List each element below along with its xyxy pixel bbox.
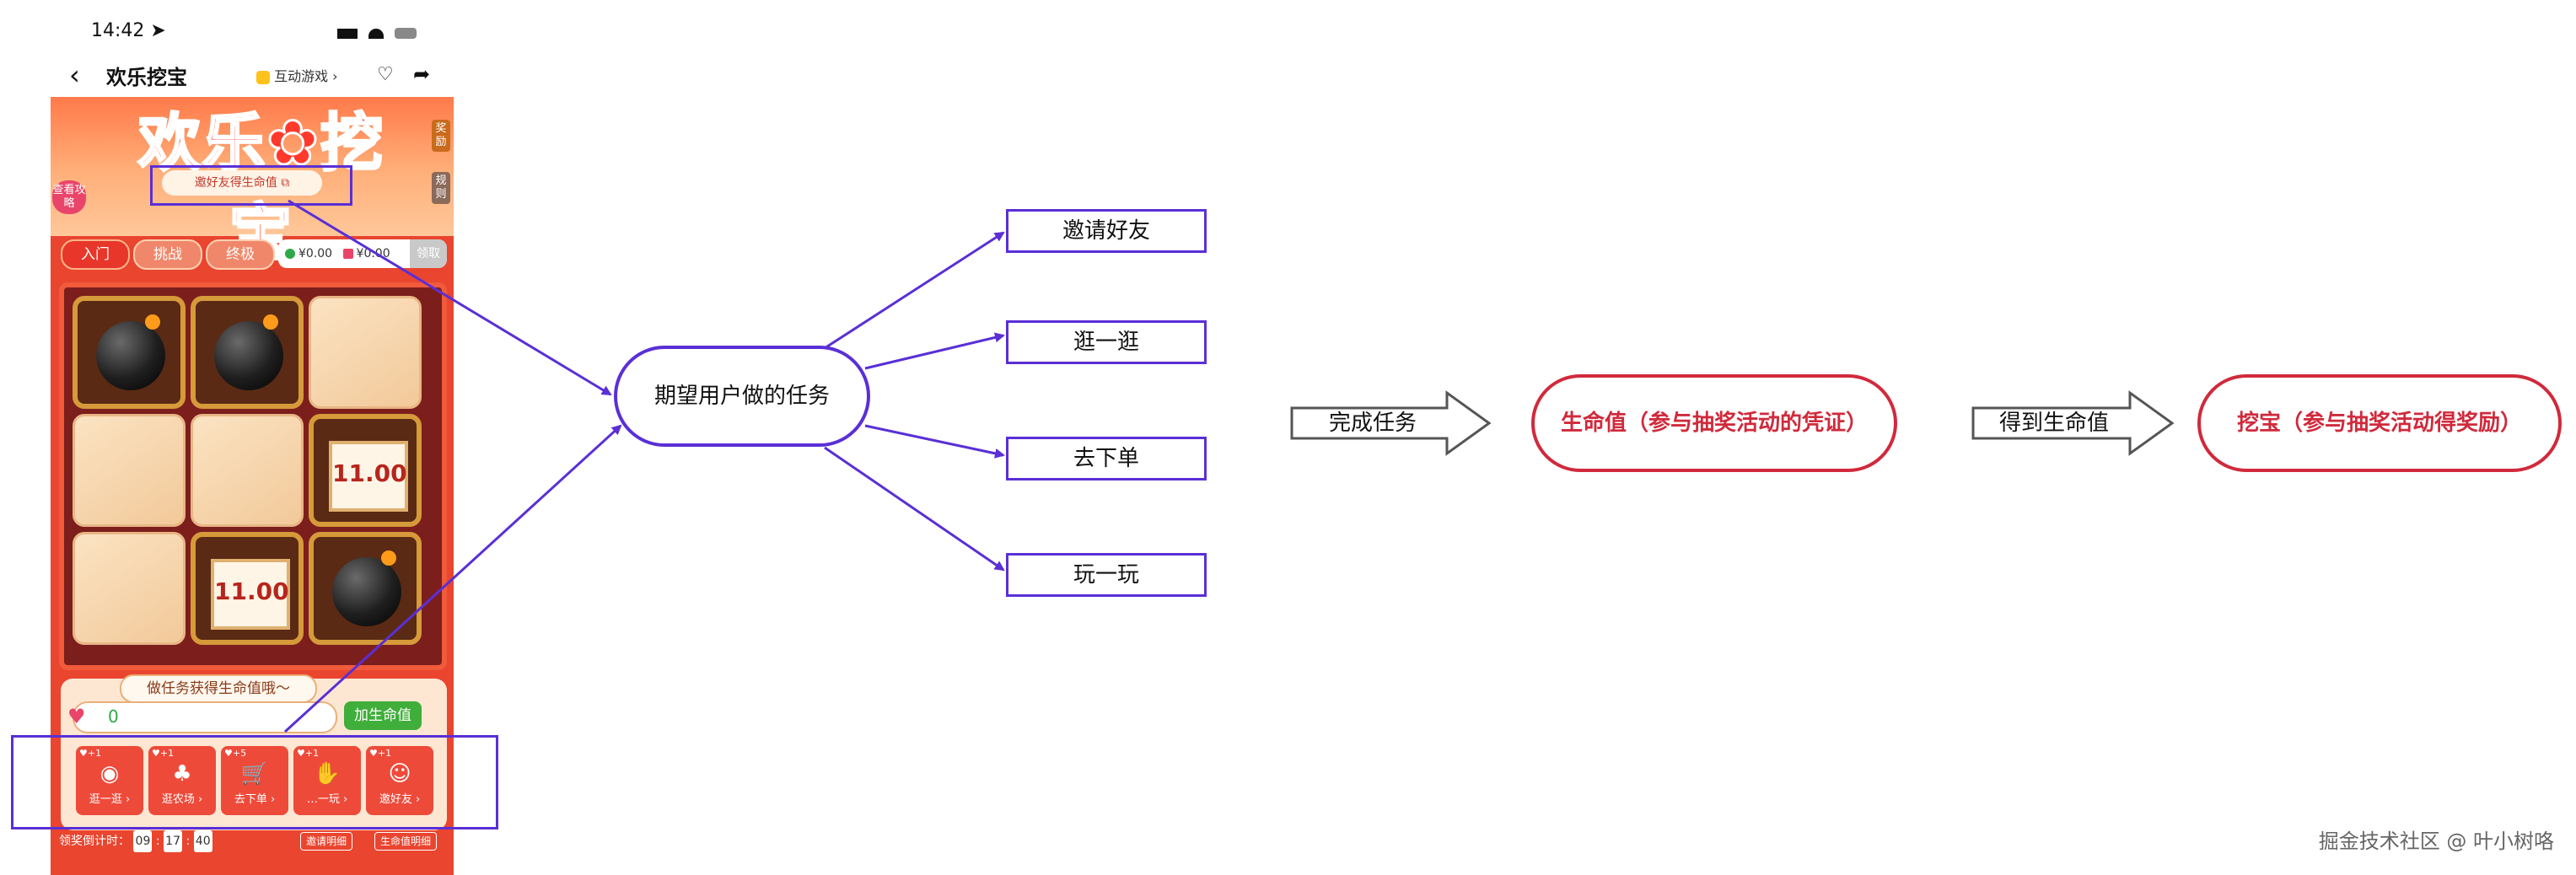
life-detail-button[interactable]: 生命值明细: [374, 832, 438, 851]
add-life-button[interactable]: 加生命值: [344, 701, 422, 730]
arrow-label-complete-task: 完成任务: [1328, 411, 1417, 436]
tile-bomb[interactable]: [73, 296, 186, 409]
task-button[interactable]: ♥+5 🛒 去下单 ›: [221, 746, 288, 815]
task-label: 逛一逛 ›: [89, 793, 131, 806]
invite-detail-button[interactable]: 邀请明细: [300, 832, 353, 851]
link-invite-to-hub: [288, 199, 612, 396]
countdown-minutes: 17: [164, 830, 183, 852]
status-time: 14:42 ➤: [91, 20, 166, 41]
task-node-invite: 邀请好友: [1006, 209, 1207, 253]
favorite-icon[interactable]: ♡: [377, 64, 394, 85]
task-badge: ♥+5: [224, 748, 247, 759]
link-hub-to-task-3: [864, 424, 1005, 459]
battery-icon: [395, 28, 417, 39]
eye-icon: ◉: [99, 761, 120, 786]
fuse-icon: [381, 550, 396, 566]
link-hub-to-task-1: [824, 231, 1005, 350]
task-label: 去下单 ›: [234, 793, 276, 806]
task-button[interactable]: ♥+1 ✋ …一玩 ›: [293, 746, 361, 815]
countdown-hours: 09: [133, 830, 153, 852]
cart-icon: 🛒: [240, 761, 269, 786]
fuse-icon: [145, 314, 160, 330]
life-count: 0: [108, 706, 119, 727]
tab-ultimate[interactable]: 终极: [206, 239, 275, 270]
tile-prize[interactable]: 11.00: [309, 414, 422, 527]
link-hub-to-task-2: [864, 332, 1005, 370]
fuse-icon: [263, 314, 278, 330]
tile-bomb[interactable]: [191, 296, 304, 409]
arrow-get-life: [1971, 390, 2175, 456]
game-icon: [256, 70, 270, 84]
tree-icon: ♣: [172, 761, 192, 786]
wifi-icon: [368, 28, 385, 39]
task-hint-bubble: 做任务获得生命值哦～: [120, 674, 317, 703]
claim-button[interactable]: 领取: [410, 239, 447, 268]
banner-title: 欢乐✿挖宝: [137, 106, 385, 271]
back-icon[interactable]: ‹: [69, 59, 80, 91]
task-node-play: 玩一玩: [1006, 553, 1207, 597]
task-label: …一玩 ›: [306, 793, 348, 806]
tile-unopened[interactable]: [191, 414, 304, 527]
tile-unopened[interactable]: [73, 532, 186, 645]
task-button[interactable]: ♥+1 ☺ 邀好友 ›: [366, 746, 433, 815]
watermark-credit: 掘金技术社区 @ 叶小树咯: [2318, 829, 2554, 853]
arrow-label-get-life: 得到生命值: [1998, 411, 2109, 436]
node-dig-treasure: 挖宝（参与抽奖活动得奖励）: [2197, 374, 2562, 472]
highlight-invite: [150, 165, 352, 206]
highlight-task-row: [11, 735, 498, 829]
gamepad-icon: ✋: [313, 761, 341, 786]
bomb-icon: [332, 557, 401, 626]
tile-bomb[interactable]: [309, 532, 422, 645]
reward-badge[interactable]: 奖励: [432, 120, 450, 152]
task-badge: ♥+1: [369, 748, 392, 759]
link-tasks-to-hub: [283, 424, 622, 733]
cash-icon: [285, 249, 295, 259]
signal-icon: [337, 28, 358, 39]
status-icons: [337, 24, 422, 39]
countdown-seconds: 40: [193, 830, 212, 852]
countdown-bar: 领奖倒计时： 09 : 17 : 40 邀请明细 生命值明细: [59, 830, 455, 852]
coupon-icon: [342, 249, 353, 259]
tab-beginner[interactable]: 入门: [61, 239, 130, 270]
heart-icon: ♥: [67, 705, 86, 728]
task-badge: ♥+1: [152, 748, 175, 759]
countdown-label: 领奖倒计时：: [59, 835, 130, 848]
tile-prize[interactable]: 11.00: [191, 532, 304, 645]
prize-ticket: 11.00: [211, 559, 290, 630]
share-icon[interactable]: ➦: [413, 62, 431, 86]
task-node-order: 去下单: [1006, 437, 1207, 480]
task-badge: ♥+1: [297, 748, 320, 759]
link-hub-to-task-4: [824, 446, 1005, 572]
page-title: 欢乐挖宝: [106, 66, 187, 89]
hub-node: 期望用户做的任务: [614, 346, 870, 447]
tile-unopened[interactable]: [73, 414, 186, 527]
task-node-browse: 逛一逛: [1006, 320, 1207, 364]
task-button[interactable]: ♥+1 ♣ 逛农场 ›: [148, 746, 216, 815]
task-button[interactable]: ♥+1 ◉ 逛一逛 ›: [76, 746, 143, 815]
guide-badge[interactable]: 查看攻略: [52, 180, 86, 214]
node-life-value: 生命值（参与抽奖活动的凭证）: [1531, 374, 1897, 472]
task-label: 逛农场 ›: [161, 793, 203, 806]
arrow-complete-task: [1290, 390, 1492, 456]
friend-icon: ☺: [388, 761, 411, 786]
interactive-games-link[interactable]: 互动游戏 ›: [256, 65, 338, 85]
tab-challenge[interactable]: 挑战: [133, 239, 202, 270]
rules-badge[interactable]: 规则: [432, 172, 450, 204]
bomb-icon: [96, 321, 165, 390]
prize-a: ¥0.00: [298, 247, 333, 260]
interactive-games-label: 互动游戏 ›: [274, 68, 338, 84]
bomb-icon: [214, 321, 283, 390]
treasure-board: 11.00 11.00: [59, 282, 447, 670]
prize-ticket: 11.00: [329, 441, 408, 512]
invite-friends-pill[interactable]: 邀好友得生命值 ⧉: [162, 170, 322, 196]
task-badge: ♥+1: [79, 748, 102, 759]
tile-unopened[interactable]: [309, 296, 422, 409]
life-bar: ♥ 0: [67, 701, 337, 733]
task-label: 邀好友 ›: [379, 793, 421, 806]
